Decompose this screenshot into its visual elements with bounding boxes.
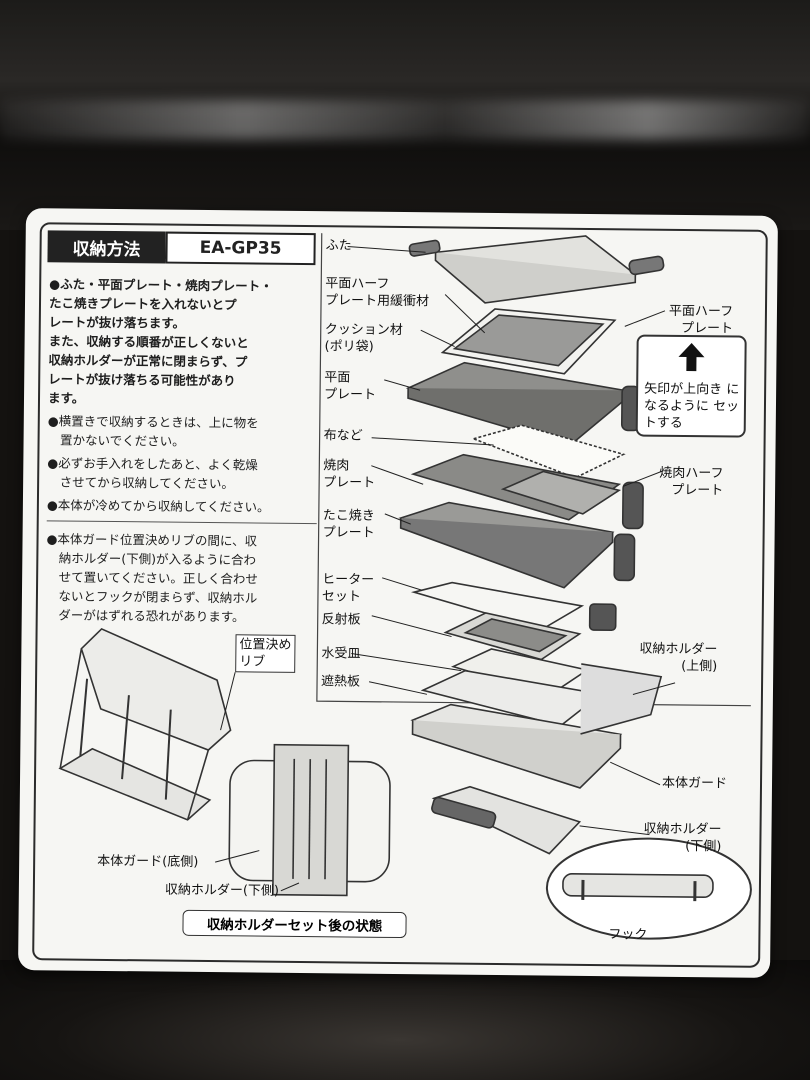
label-flat-plate: 平面 プレート [323, 370, 377, 403]
instruction-sticker: 収納方法 EA-GP35 ●ふた・平面プレート・焼肉プレート・ たこ焼きプレート… [18, 208, 778, 978]
cloth-drawing [471, 424, 626, 479]
label-cushion: クッション材 (ポリ袋) [324, 322, 403, 355]
label-yakiniku-plate: 焼肉 プレート [323, 458, 376, 491]
holder-top-view-drawing [228, 743, 391, 897]
background-top [0, 0, 810, 230]
label-flat-half-plate: 平面ハーフ プレート [668, 303, 734, 337]
label-takoyaki-plate: たこ焼き プレート [322, 508, 375, 541]
takoyaki-plate-drawing [398, 501, 636, 589]
leader-lines [347, 245, 676, 836]
holder-top-drawing [580, 663, 663, 735]
label-yakiniku-half-plate: 焼肉ハーフ プレート [659, 465, 724, 499]
background-bottom [0, 960, 810, 1080]
label-heater: ヒーター セット [321, 572, 375, 605]
arrow-note-text: 矢印が上向き になるように セットする [643, 381, 740, 431]
label-holder-top: 収納ホルダー (上側) [639, 641, 718, 675]
reflector-drawing [443, 612, 582, 661]
label-body-guard: 本体ガード [661, 775, 728, 792]
heater-drawing [410, 581, 617, 632]
body-guard-drawing [410, 703, 623, 789]
label-lid: ふた [325, 238, 352, 254]
label-water-tray: 水受皿 [321, 646, 361, 662]
background-reflection [0, 100, 810, 140]
label-guard-bottom: 本体ガード(底側) [97, 853, 199, 870]
flat-plate-drawing [405, 361, 641, 447]
label-cloth: 布など [323, 428, 363, 444]
label-half-cushion: 平面ハーフ プレート用緩衝材 [324, 276, 430, 310]
label-holder-bottom: 収納ホルダー(下側) [164, 882, 280, 899]
up-arrow-icon [678, 343, 705, 372]
label-hook: フック [608, 927, 648, 943]
holder-lower-drawing [431, 785, 582, 855]
label-heat-shield: 遮熱板 [320, 674, 361, 690]
caption-after-set: 収納ホルダーセット後の状態 [182, 909, 407, 939]
half-cushion-drawing [440, 308, 617, 375]
lid-drawing [408, 235, 665, 304]
exploded-diagram [58, 233, 752, 940]
label-holder-lower: 収納ホルダー (下側) [643, 821, 722, 855]
left-body-drawing [58, 627, 232, 821]
arrow-note-box: 矢印が上向き になるように セットする [635, 334, 747, 438]
label-rib: 位置決め リブ [235, 634, 296, 673]
yakiniku-plate-drawing [410, 453, 644, 530]
label-reflector: 反射板 [321, 612, 361, 628]
left-leader-lines [215, 672, 300, 892]
